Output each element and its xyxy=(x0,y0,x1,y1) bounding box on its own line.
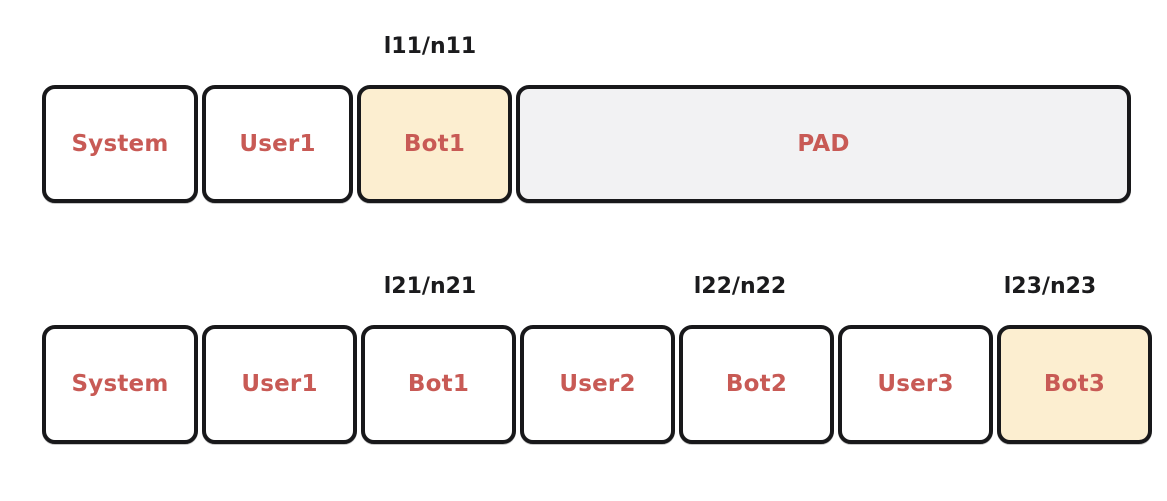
annotation-l22-n22: l22/n22 xyxy=(693,274,787,299)
token-box-label: Bot1 xyxy=(403,130,466,157)
token-box-system[interactable]: System xyxy=(42,325,198,444)
token-box-bot2[interactable]: Bot2 xyxy=(679,325,834,444)
token-box-user3[interactable]: User3 xyxy=(838,325,993,444)
token-box-label: User3 xyxy=(877,371,954,397)
token-row-multiturn: System User1 Bot1 User2 Bot2 User3 Bot3 xyxy=(42,325,1152,444)
token-box-label: User1 xyxy=(241,371,318,397)
token-box-user1[interactable]: User1 xyxy=(202,325,357,444)
token-box-system[interactable]: System xyxy=(42,85,198,203)
token-box-bot1[interactable]: Bot1 xyxy=(361,325,516,444)
token-box-label: Bot1 xyxy=(407,371,470,397)
token-box-bot3[interactable]: Bot3 xyxy=(997,325,1152,444)
annotation-l23-n23: l23/n23 xyxy=(1003,274,1097,299)
token-box-pad[interactable]: PAD xyxy=(516,85,1131,203)
token-box-user1[interactable]: User1 xyxy=(202,85,353,203)
token-row-packed: System User1 Bot1 PAD xyxy=(42,85,1131,203)
token-box-user2[interactable]: User2 xyxy=(520,325,675,444)
annotation-l11-n11: l11/n11 xyxy=(383,34,477,59)
token-box-label: Bot3 xyxy=(1043,371,1106,397)
token-box-label: Bot2 xyxy=(725,371,788,397)
token-box-label: User2 xyxy=(559,371,636,397)
token-box-bot1[interactable]: Bot1 xyxy=(357,85,512,203)
annotation-l21-n21: l21/n21 xyxy=(383,274,477,299)
token-box-label: System xyxy=(71,371,169,397)
token-box-label: User1 xyxy=(239,130,316,157)
token-box-label: PAD xyxy=(797,130,850,157)
token-box-label: System xyxy=(71,130,169,157)
